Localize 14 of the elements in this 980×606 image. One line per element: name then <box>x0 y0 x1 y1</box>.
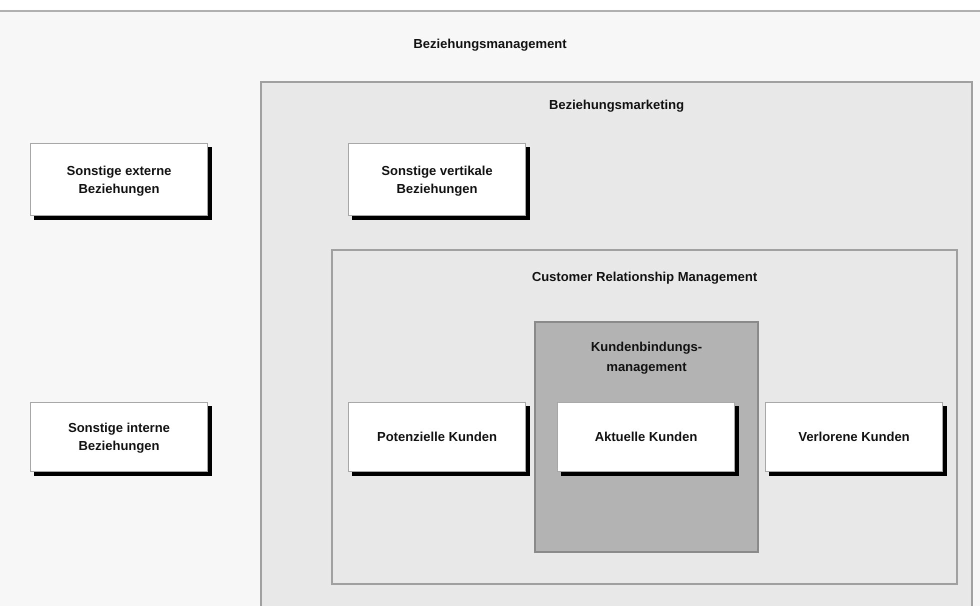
group-heading: Beziehungsmanagement <box>413 35 567 53</box>
box-label: Sonstige interne Beziehungen <box>67 419 171 455</box>
box-label: Verlorene Kunden <box>797 428 911 446</box>
box-label: Sonstige externe Beziehungen <box>66 162 172 198</box>
box-label: Aktuelle Kunden <box>594 428 698 446</box>
group-heading: Beziehungsmarketing <box>548 96 684 114</box>
group-panel <box>260 81 973 606</box>
box-label: Potenzielle Kunden <box>376 428 498 446</box>
region-panel <box>0 10 980 606</box>
box-label: Sonstige vertikale Beziehungen <box>380 162 494 198</box>
group-panel <box>534 321 759 553</box>
group-heading: Customer Relationship Management <box>532 268 758 286</box>
group-panel <box>331 249 958 585</box>
group-heading: Kundenbindungs- management <box>590 338 704 376</box>
